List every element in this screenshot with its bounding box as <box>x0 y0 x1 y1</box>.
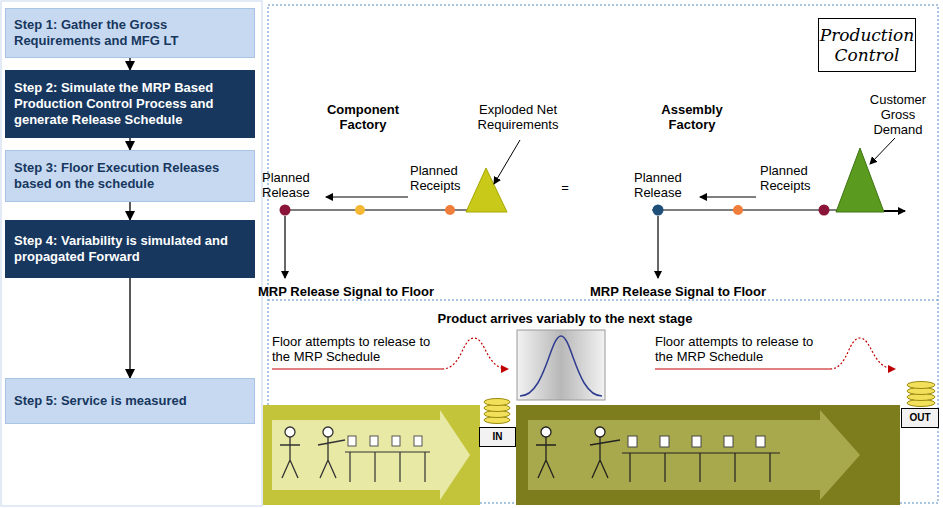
box-text: Production Control <box>820 25 915 65</box>
timeline-label: Planned Receipts <box>760 163 820 193</box>
floor-note: Floor attempts to release to the MRP Sch… <box>272 334 447 364</box>
step-box: Step 2: Simulate the MRP Based Productio… <box>5 70 255 138</box>
panel-border <box>1 1 262 506</box>
stage-note: Product arrives variably to the next sta… <box>400 311 730 326</box>
inventory-stack <box>484 382 935 424</box>
floor-note: Floor attempts to release to the MRP Sch… <box>655 334 830 364</box>
box-text: IN <box>493 431 503 443</box>
box-text: Step 5: Service is measured <box>14 393 187 409</box>
step-box: Step 1: Gather the Gross Requirements an… <box>5 8 255 58</box>
title-box: Production Control <box>818 18 916 72</box>
flow-arrow <box>129 202 130 220</box>
callout-label: Exploded Net Requirements <box>468 102 568 132</box>
timeline-label: Planned Receipts <box>410 163 470 193</box>
in-buffer: IN <box>479 427 516 447</box>
region-divider <box>268 299 938 301</box>
box-text: Step 4: Variability is simulated and pro… <box>14 233 246 265</box>
component-floor <box>263 405 480 505</box>
box-text: OUT <box>909 412 930 424</box>
timeline-label: Planned Release <box>634 170 696 200</box>
step-box: Step 5: Service is measured <box>5 378 255 424</box>
factory-label: Assembly Factory <box>652 102 732 132</box>
timeline-label: Planned Release <box>262 170 324 200</box>
step-box: Step 4: Variability is simulated and pro… <box>5 220 255 278</box>
flow-arrow <box>129 278 130 378</box>
signal-label: MRP Release Signal to Floor <box>258 284 458 299</box>
bell-curve <box>517 330 605 400</box>
box-text: Step 1: Gather the Gross Requirements an… <box>14 17 246 49</box>
callout-label: Customer Gross Demand <box>862 92 934 137</box>
step-box: Step 3: Floor Execution Releases based o… <box>5 150 255 202</box>
box-text: Step 2: Simulate the MRP Based Productio… <box>14 80 246 128</box>
equals-sign: = <box>555 180 575 195</box>
out-buffer: OUT <box>901 408 939 428</box>
signal-label: MRP Release Signal to Floor <box>590 284 790 299</box>
box-text: Step 3: Floor Execution Releases based o… <box>14 160 246 192</box>
flow-arrow <box>129 138 130 150</box>
flow-arrow <box>129 58 130 70</box>
timeline <box>280 138 906 278</box>
assembly-floor <box>516 405 900 505</box>
factory-label: Component Factory <box>318 102 408 132</box>
